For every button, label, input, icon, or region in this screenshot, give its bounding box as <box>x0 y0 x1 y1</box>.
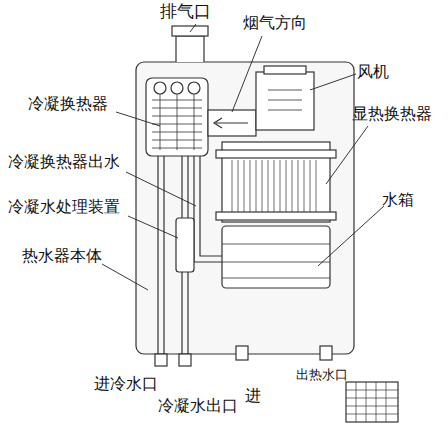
heater-body <box>136 62 354 354</box>
part-label: 热水器本体 <box>22 246 102 265</box>
condensate-treatment <box>176 218 194 272</box>
part-label: 冷凝换热器出水 <box>8 152 120 171</box>
part-label: 显热换热器 <box>352 104 432 123</box>
flue-duct <box>208 110 256 136</box>
label-holder: 热水器本体 <box>22 246 102 265</box>
part-label: 冷凝水处理装置 <box>8 197 120 216</box>
water-tank <box>222 226 330 288</box>
part-label: 风机 <box>357 62 389 81</box>
fan <box>256 72 314 130</box>
label-holder: 出热水口 <box>296 364 348 383</box>
label-holder: 进冷水口 <box>94 374 158 393</box>
part-label: 冷凝换热器 <box>28 94 108 113</box>
label-holder: 水箱 <box>382 190 414 209</box>
label-holder: 冷凝换热器出水 <box>8 152 120 171</box>
label-holder: 冷凝水出口 <box>158 396 238 415</box>
leader-lines <box>102 24 384 290</box>
part-label: 烟气方向 <box>243 13 307 32</box>
part-label: 排气口 <box>160 1 211 21</box>
cold-inlet-pipe <box>158 156 164 356</box>
part-label: 进 <box>245 386 261 405</box>
condensate-pipe <box>182 156 188 218</box>
condensing-exchanger <box>146 78 208 156</box>
exhaust-pipe <box>176 36 204 62</box>
condensing-outlet-pipe <box>194 156 222 262</box>
label-holder: 烟气方向 <box>243 13 307 32</box>
label-holder: 风机 <box>357 62 389 81</box>
label-holder: 显热换热器 <box>352 104 432 123</box>
part-label: 出热水口 <box>296 367 348 382</box>
part-label: 水箱 <box>382 190 414 209</box>
label-holder: 冷凝换热器 <box>28 94 108 113</box>
part-label: 冷凝水出口 <box>158 396 238 415</box>
label-holder: 排气口 <box>160 2 211 22</box>
label-holder: 冷凝水处理装置 <box>8 197 120 216</box>
part-label: 进冷水口 <box>94 374 158 393</box>
label-holder: 进 <box>245 386 261 405</box>
